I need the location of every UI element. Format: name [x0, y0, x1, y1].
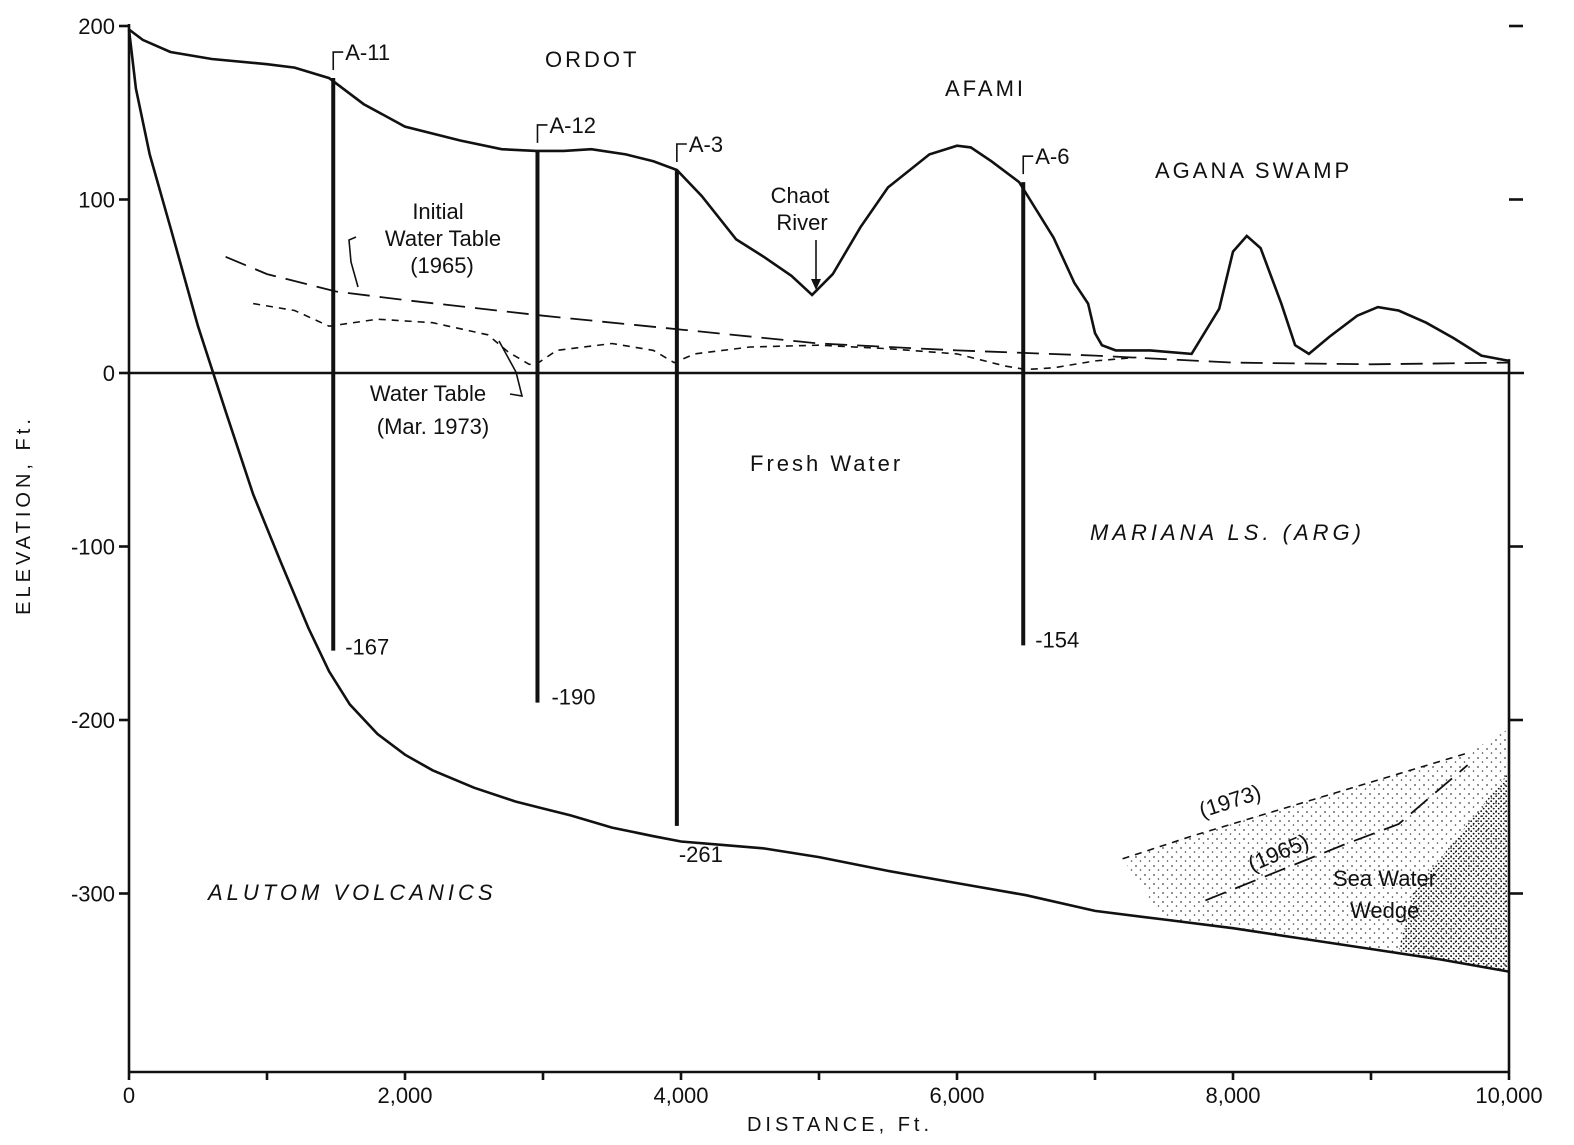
well-a-11-name: A-11 [345, 40, 390, 65]
x-tick-label: 8,000 [1205, 1083, 1260, 1108]
fresh-water-label: Fresh Water [750, 451, 903, 476]
y-tick-label: -300 [71, 882, 115, 907]
chaot-river-label-line1: Chaot [771, 183, 830, 208]
well-a-11-flag [332, 51, 344, 71]
ground-surface-line [128, 28, 1510, 363]
x-tick-label: 6,000 [929, 1083, 984, 1108]
x-axis-title: DISTANCE, Ft. [747, 1114, 933, 1136]
initial-water-table-leader [348, 236, 359, 288]
x-tick-label: 0 [123, 1083, 135, 1108]
well-a-6-flag [1022, 155, 1034, 175]
y-tick-label: 100 [78, 188, 115, 213]
sea-water-wedge-label-line1: Sea Water [1333, 866, 1436, 891]
well-a-3-depth: -261 [679, 842, 723, 867]
well-a-11-depth: -167 [345, 635, 389, 660]
chaot-river-label-line2: River [776, 210, 827, 235]
well-a-6-depth: -154 [1035, 627, 1079, 652]
ordot-label: ORDOT [545, 47, 639, 72]
water-table-1973-line [253, 302, 1137, 371]
axes [119, 24, 1524, 1080]
volcanic-basement-line [127, 29, 1510, 973]
y-tick-label: 0 [103, 361, 115, 386]
water-table-1973-label-line2: (Mar. 1973) [377, 414, 490, 439]
x-tick-label: 2,000 [377, 1083, 432, 1108]
initial-water-table-label-line2: Water Table [385, 226, 501, 251]
sea-water-wedge-area [1122, 728, 1509, 972]
initial-water-table-1965-line [225, 255, 1510, 366]
water-table-1973-label-line1: Water Table [370, 381, 486, 406]
sea-water-wedge-dense-stipple [1398, 772, 1509, 972]
y-tick-label: -200 [71, 708, 115, 733]
series-lines [127, 28, 1510, 973]
alutom-volcanics-label: ALUTOM VOLCANICS [206, 880, 497, 905]
water-table-1973-leader [498, 340, 524, 397]
chaot-river-arrowhead [811, 279, 821, 290]
well-a-12-flag [536, 124, 548, 143]
initial-water-table-label-line3: (1965) [410, 253, 474, 278]
sea-wedge-1973-label: (1973) [1196, 779, 1264, 822]
afami-label: AFAMI [945, 76, 1026, 101]
sea-wedge-1973-line [1122, 752, 1468, 860]
y-tick-label: 200 [78, 14, 115, 39]
well-a-3-name: A-3 [689, 132, 723, 157]
sea-water-wedge-label-line2: Wedge [1350, 898, 1419, 923]
well-a-3-flag [676, 143, 687, 163]
y-tick-label: -100 [71, 535, 115, 560]
well-a-12-depth: -190 [551, 685, 595, 710]
agana-swamp-label: AGANA SWAMP [1155, 158, 1352, 183]
well-a-6-name: A-6 [1035, 144, 1069, 169]
wells: A-11 -167 A-12 -190 A-3 -261 A-6 -154 [331, 40, 1079, 867]
y-axis-title: ELEVATION, Ft. [13, 415, 35, 615]
initial-water-table-label-line1: Initial [412, 199, 463, 224]
x-tick-label: 4,000 [653, 1083, 708, 1108]
mariana-limestone-label: MARIANA LS. (ARG) [1090, 520, 1365, 545]
tick-labels: 200 100 0 -100 -200 -300 0 2,000 4,000 6,000 8,000… [71, 14, 1543, 1108]
well-a-12-name: A-12 [549, 113, 595, 138]
x-tick-label: 10,000 [1475, 1083, 1542, 1108]
sea-wedge-1965-line [1205, 764, 1469, 902]
